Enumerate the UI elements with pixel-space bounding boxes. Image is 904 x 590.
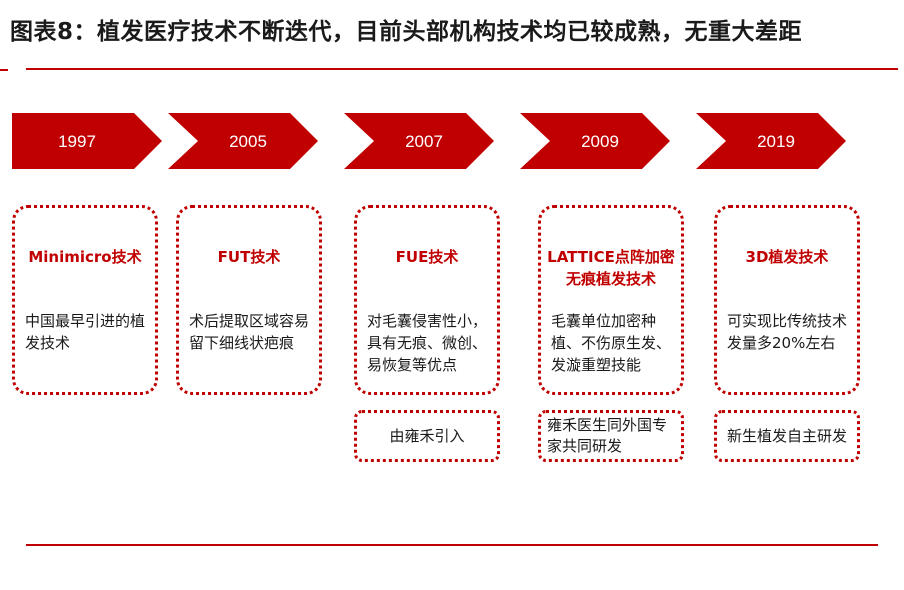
tech-description: 中国最早引进的植发技术 (25, 312, 146, 352)
corner-mark (0, 69, 8, 71)
tech-name: FUT技术 (217, 248, 281, 266)
note-text: 由雍禾引入 (389, 426, 465, 445)
timeline-arrow-2005 (168, 113, 318, 169)
timeline-arrow-2019 (696, 113, 846, 169)
tech-description: 毛囊单位加密种植、不伤原生发、发漩重塑技能 (551, 312, 672, 374)
tech-box-2009: LATTICE点阵加密无痕植发技术 毛囊单位加密种植、不伤原生发、发漩重塑技能 (538, 205, 684, 395)
timeline-year-label: 2019 (757, 132, 795, 151)
page-title: 图表8：植发医疗技术不断迭代，目前头部机构技术均已较成熟，无重大差距 (10, 19, 803, 45)
tech-name: FUE技术 (395, 248, 459, 266)
tech-box-2019: 3D植发技术 可实现比传统技术发量多20%左右 (714, 205, 860, 395)
note-2019: 新生植发自主研发 (714, 410, 860, 462)
timeline-arrow-2009 (520, 113, 670, 169)
note-text: 雍禾医生同外国专家共同研发 (547, 416, 668, 455)
bottom-divider (26, 544, 878, 546)
tech-description: 术后提取区域容易留下细线状疤痕 (189, 312, 310, 352)
timeline-arrows: 1997 2005 2007 2009 2019 (12, 113, 846, 169)
timeline-year-label: 2005 (229, 132, 267, 151)
tech-description: 对毛囊侵害性小，具有无痕、微创、易恢复等优点 (367, 312, 488, 374)
tech-box-2005: FUT技术 术后提取区域容易留下细线状疤痕 (176, 205, 322, 395)
tech-name: LATTICE点阵加密无痕植发技术 (547, 248, 675, 288)
top-divider (26, 68, 898, 70)
note-2007: 由雍禾引入 (354, 410, 500, 462)
note-2009: 雍禾医生同外国专家共同研发 (538, 410, 684, 462)
tech-name: 3D植发技术 (745, 248, 829, 266)
timeline-year-label: 2009 (581, 132, 619, 151)
timeline-arrow-2007 (344, 113, 494, 169)
timeline-arrow-1997 (12, 113, 162, 169)
tech-name: Minimicro技术 (28, 248, 142, 266)
timeline-year-label: 1997 (58, 132, 96, 151)
tech-description: 可实现比传统技术发量多20%左右 (727, 312, 848, 352)
tech-box-1997: Minimicro技术 中国最早引进的植发技术 (12, 205, 158, 395)
tech-box-2007: FUE技术 对毛囊侵害性小，具有无痕、微创、易恢复等优点 (354, 205, 500, 395)
note-text: 新生植发自主研发 (726, 426, 847, 445)
timeline-year-label: 2007 (405, 132, 443, 151)
